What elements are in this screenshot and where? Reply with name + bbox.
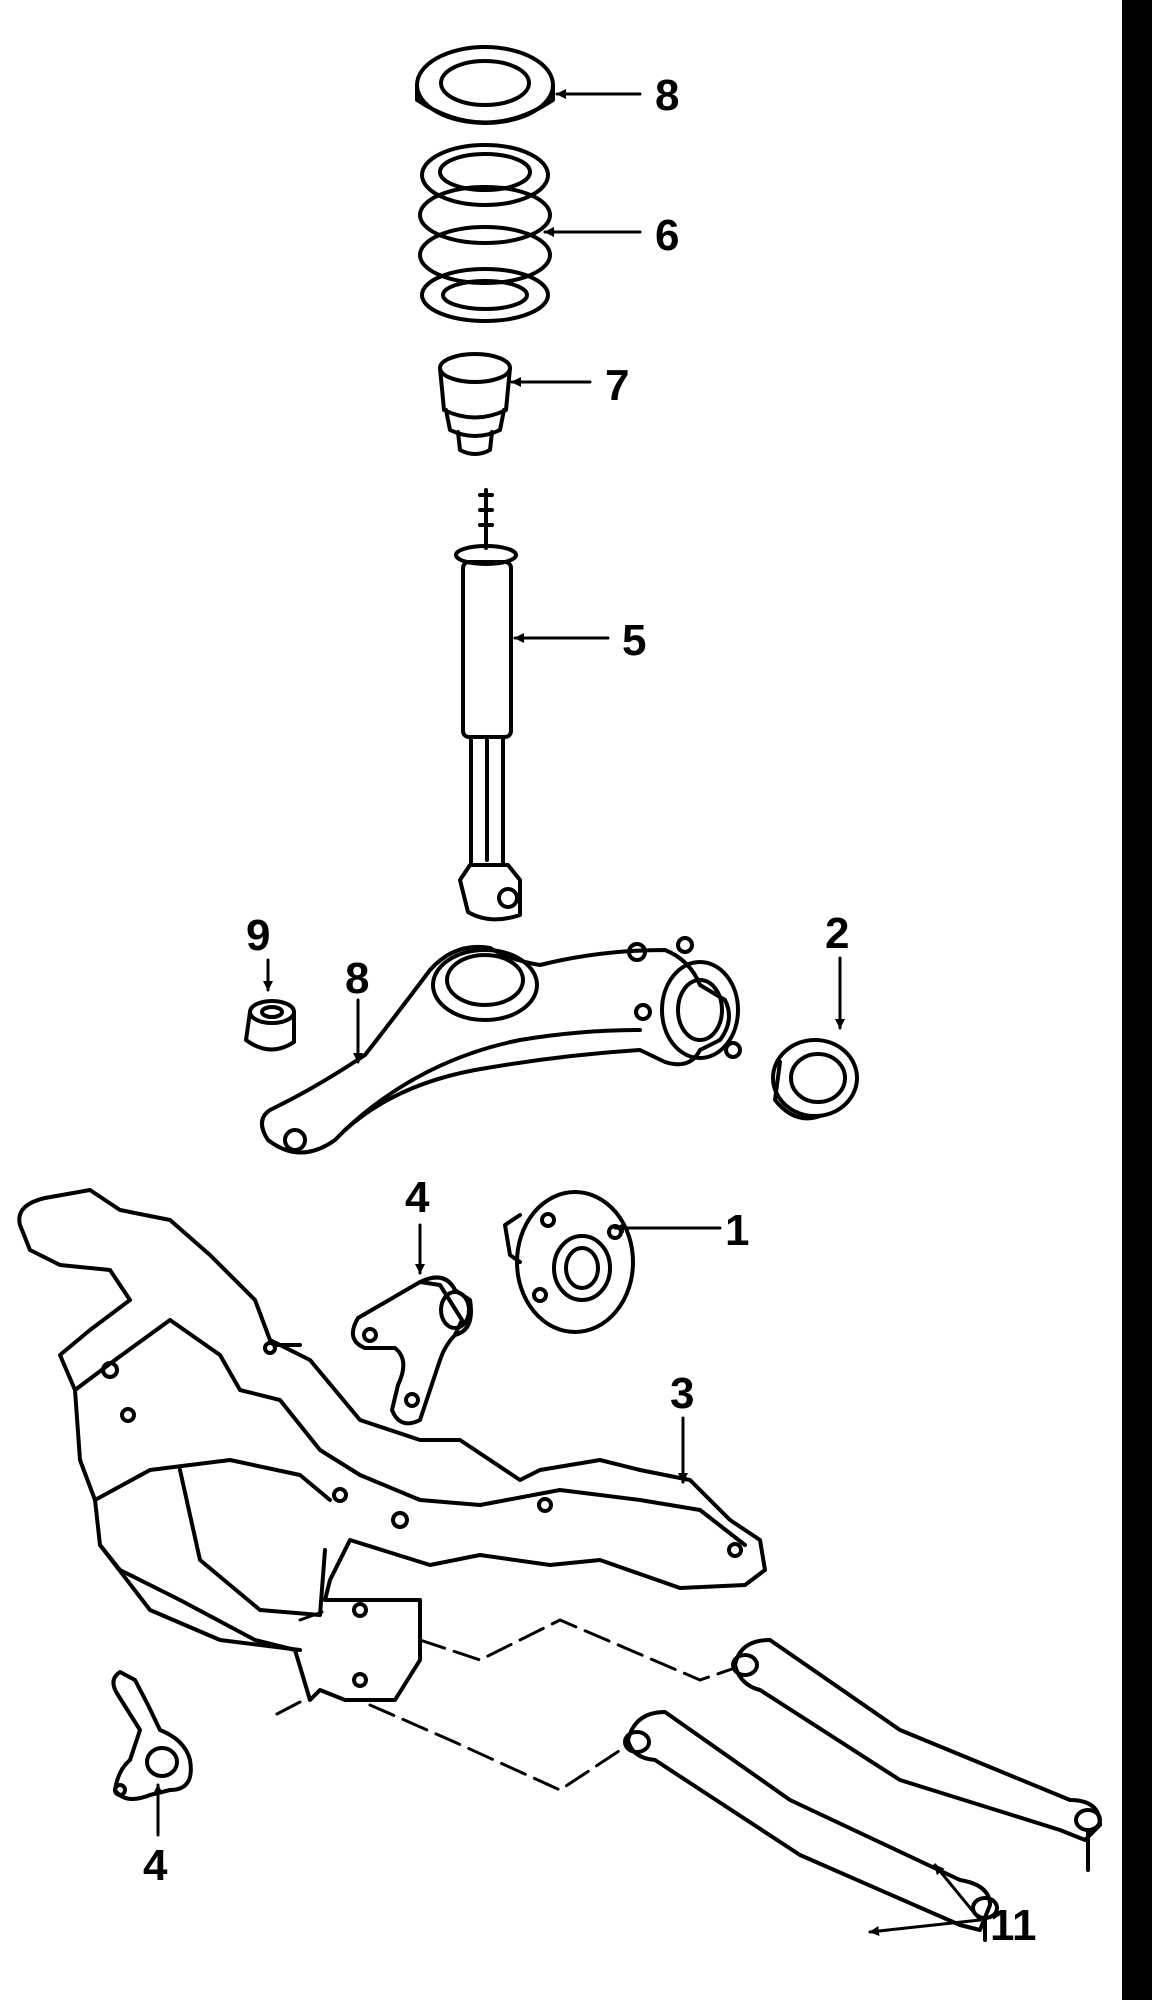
callout-9: 8: [345, 954, 369, 1003]
bushing-drawing: [244, 999, 296, 1052]
callout-labels: 8 6 7 5 2 9 8 1 4 3 4 11: [143, 71, 1037, 1950]
callout-4-lower: 4: [143, 1841, 168, 1890]
lateral-links-drawing: [623, 1638, 1102, 1942]
bump-stop-drawing: [438, 352, 512, 456]
callout-leaders: [153, 89, 982, 1936]
callout-8: 8: [655, 71, 679, 120]
right-edge-bar: [1122, 0, 1152, 2000]
mount-bracket-lower-drawing: [111, 1670, 193, 1801]
mount-bracket-upper-drawing: [350, 1275, 473, 1426]
shock-absorber-drawing: [454, 488, 522, 922]
wheel-bearing-drawing: [771, 1038, 859, 1121]
callout-10: 9: [246, 911, 270, 960]
callout-4-upper: 4: [405, 1173, 430, 1222]
callout-1: 1: [725, 1206, 749, 1255]
crossmember-drawing: [17, 1188, 767, 1702]
callout-2: 2: [825, 909, 849, 958]
callout-3: 3: [670, 1369, 694, 1418]
coil-spring-drawing: [418, 143, 552, 323]
trailing-arm-drawing: [260, 936, 742, 1155]
hub-flange-drawing: [503, 1190, 635, 1334]
diagram-canvas: 8 6 7 5 2 9 8 1 4 3 4 11: [17, 45, 1102, 1950]
spring-seat-drawing: [415, 45, 555, 125]
assembly-lines: [273, 1610, 737, 1792]
callout-7: 7: [605, 361, 629, 410]
callout-11: 11: [990, 1901, 1037, 1950]
callout-6: 6: [655, 211, 679, 260]
callout-5: 5: [622, 616, 646, 665]
